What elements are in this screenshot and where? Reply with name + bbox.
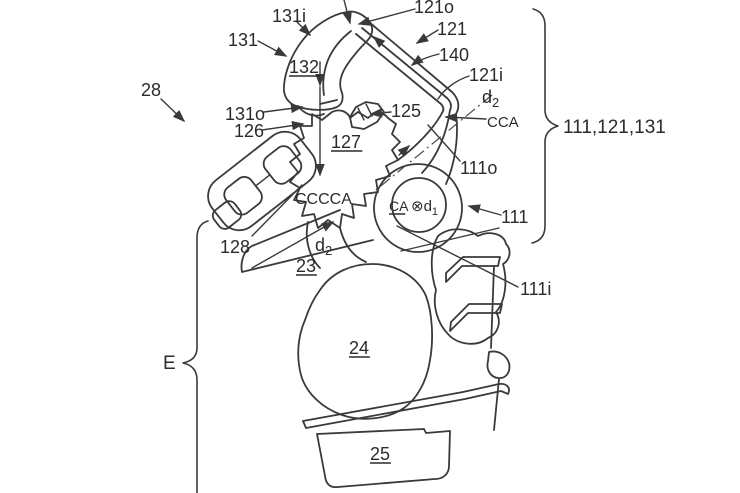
label-CCA: CCA [487, 114, 519, 131]
leader-140 [410, 53, 440, 66]
ring-inner-circle [391, 177, 447, 233]
clamp-part-128 [207, 130, 317, 232]
hook-outer-outline [283, 10, 374, 111]
label-d2-mid: d2 [315, 235, 332, 258]
part-125 [349, 101, 385, 130]
clamp-end-outline [211, 200, 243, 230]
dimension-d2-mid [251, 221, 335, 269]
brace-right-group [531, 8, 559, 244]
label-23: 23 [296, 256, 316, 276]
leader-131 [257, 40, 288, 57]
label-125: 125 [391, 101, 421, 121]
leader-CCA [444, 112, 487, 123]
leader-111 [467, 204, 502, 216]
label-111o: 111o [460, 158, 497, 178]
label-111: 111 [501, 207, 528, 227]
label-121o: 121o [414, 0, 454, 17]
leader-28 [160, 98, 186, 123]
leader-offscreen-top [342, 0, 352, 25]
band-upper-inner [355, 33, 442, 105]
brace-left-E [182, 220, 209, 493]
label-126: 126 [234, 121, 264, 141]
leader-131i [296, 21, 312, 37]
clamp-hole-left [223, 176, 263, 216]
clamp-end-block [211, 200, 243, 230]
flow-arrow-lower-band [397, 144, 411, 157]
label-131: 131 [228, 30, 258, 50]
label-111i: 111i [520, 279, 551, 299]
leader-111o [427, 124, 461, 162]
label-28: 28 [141, 80, 161, 100]
right-edge-line [490, 265, 495, 349]
label-25: 25 [370, 444, 390, 464]
label-24: 24 [349, 338, 369, 358]
ring-part-111 [373, 163, 463, 253]
flow-arrow-upper-band [372, 35, 386, 48]
label-CA: CA [389, 198, 409, 214]
label-131i: 131i [272, 6, 306, 26]
label-d1: ⊗d1 [411, 198, 438, 218]
label-E: E [163, 353, 176, 374]
part-24-outline [297, 263, 433, 420]
label-131o: 131o [225, 104, 265, 124]
label-121: 121 [437, 19, 467, 39]
leader-126 [261, 120, 305, 131]
band-upper-outer [368, 21, 453, 93]
label-140: 140 [439, 45, 469, 65]
part-25-outline [316, 428, 451, 489]
right-blob-outline [430, 228, 511, 345]
axis-cca-dashdot [370, 94, 493, 195]
bracket-part-right [400, 227, 511, 431]
chevron-top [445, 256, 501, 283]
deck-plate [302, 382, 510, 429]
label-121i: 121i [469, 65, 503, 85]
label-group-111-121-131: 111,121,131 [563, 117, 666, 138]
clamp-body [207, 130, 317, 232]
leader-128 [251, 184, 303, 237]
leader-131o [263, 103, 304, 114]
leader-121o [357, 8, 416, 26]
clamp-hole-link [254, 174, 271, 187]
junction-127-24 [305, 221, 367, 269]
leader-lines [160, 0, 519, 288]
leader-125 [369, 108, 392, 118]
chevron-bottom [449, 303, 503, 332]
label-132: 132 [289, 57, 319, 77]
label-128: 128 [220, 237, 250, 257]
leader-121 [415, 29, 439, 44]
part-127-outline [289, 109, 401, 229]
label-CCCCA: CCCCA [295, 191, 352, 208]
part-125-detail [357, 103, 373, 121]
slab-part-23 [240, 209, 374, 273]
label-d2-top: d2 [482, 87, 499, 110]
leader-121i [437, 75, 470, 100]
hook-inner-wall [322, 30, 352, 96]
foot-knob [486, 350, 511, 431]
ring-outer-circle [373, 163, 463, 253]
cross-line [400, 227, 500, 252]
label-127: 127 [331, 132, 361, 152]
leader-111i [396, 225, 519, 288]
